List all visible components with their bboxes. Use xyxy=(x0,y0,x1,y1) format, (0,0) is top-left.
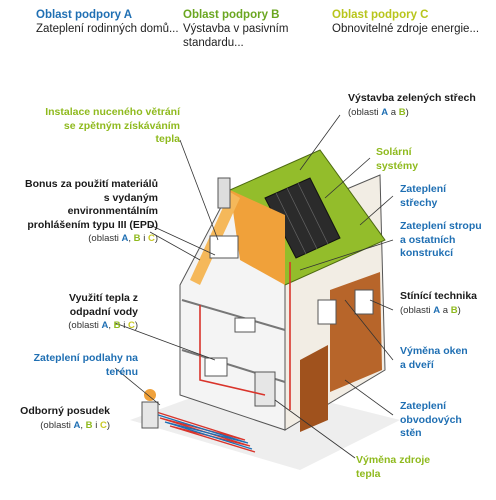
header-c-title: Oblast podpory C xyxy=(332,9,429,21)
label-stinici-areas: (oblasti A a B) xyxy=(400,304,461,316)
header-b-desc: Výstavba v pasivním standardu... xyxy=(183,23,289,49)
inspector-body xyxy=(141,401,159,429)
floor-1 xyxy=(181,299,286,331)
label-bonus-areas: (oblasti A, B i C) xyxy=(88,233,158,244)
label-stinici-technika: Stínící technika (oblasti A a B) xyxy=(400,290,492,317)
solar-line-2 xyxy=(286,187,318,250)
wall-insulation-brown xyxy=(300,345,328,432)
label-zatepleni-obvodovych: Zateplení obvodových stěn xyxy=(400,400,462,439)
label-stinici-text: Stínící technika xyxy=(400,290,478,302)
solar-line-1 xyxy=(275,192,307,255)
label-zelene-text: Výstavba zelených střech xyxy=(348,92,476,104)
label-vyuziti-tepla: Využití tepla z odpadní vody (oblasti A,… xyxy=(28,292,138,333)
header-area-c: Oblast podpory C Obnovitelné zdroje ener… xyxy=(332,8,482,36)
label-odborny-areas: (oblasti A, B i C) xyxy=(40,419,110,431)
label-vyuziti-text: Využití tepla z odpadní vody xyxy=(68,292,138,318)
heating-pipe-red xyxy=(199,305,266,396)
label-zatepleni-strechy: Zateplení střechy xyxy=(400,183,447,209)
label-vyuziti-areas: (oblasti A, B i C) xyxy=(68,320,138,331)
window-2 xyxy=(354,289,374,315)
water-heater xyxy=(254,371,276,407)
label-bonus-epd: Bonus za použití materiálů s vydaným env… xyxy=(18,178,158,246)
solar-panel xyxy=(264,177,341,259)
chimney xyxy=(217,177,231,209)
label-zelene-areas: (oblasti A a B) xyxy=(348,106,409,118)
inspector-head xyxy=(144,389,156,401)
label-vymena-oken: Výměna oken a dveří xyxy=(400,345,468,371)
label-odborny-text: Odborný posudek xyxy=(20,405,110,417)
header-c-desc: Obnovitelné zdroje energie... xyxy=(332,23,480,35)
label-nucene-vetrani: Instalace nuceného větrání se zpětným zí… xyxy=(45,106,180,145)
label-zatepleni-stropu: Zateplení stropu a ostatních konstrukcí xyxy=(400,220,482,259)
tv xyxy=(234,317,256,333)
header-b-title: Oblast podpory B xyxy=(183,9,280,21)
label-zatepleni-podlahy: Zateplení podlahy na terénu xyxy=(33,352,138,378)
roof-insulation xyxy=(230,190,285,285)
label-odborny-posudek: Odborný posudek (oblasti A, B i C) xyxy=(20,405,110,432)
ground-shadow xyxy=(130,380,400,470)
header-a-title: Oblast podpory A xyxy=(36,9,133,21)
label-bonus-text: Bonus za použití materiálů s vydaným env… xyxy=(24,178,158,231)
underfloor-cooling xyxy=(154,413,253,450)
header-area-b: Oblast podpory B Výstavba v pasivním sta… xyxy=(183,8,333,50)
label-vymena-zdroje: Výměna zdroje tepla xyxy=(356,454,431,480)
boiler xyxy=(204,357,228,377)
leader-lines xyxy=(114,114,394,459)
header-area-a: Oblast podpory A Zateplení rodinných dom… xyxy=(36,8,186,36)
ventilation-unit xyxy=(209,235,239,259)
header-a-desc: Zateplení rodinných domů... xyxy=(36,23,179,35)
label-solarni-systemy: Solární systémy xyxy=(376,146,419,172)
solar-line-3 xyxy=(297,182,329,245)
window-1 xyxy=(317,299,337,325)
label-zelene-strechy: Výstavba zelených střech (oblasti A a B) xyxy=(348,92,478,119)
